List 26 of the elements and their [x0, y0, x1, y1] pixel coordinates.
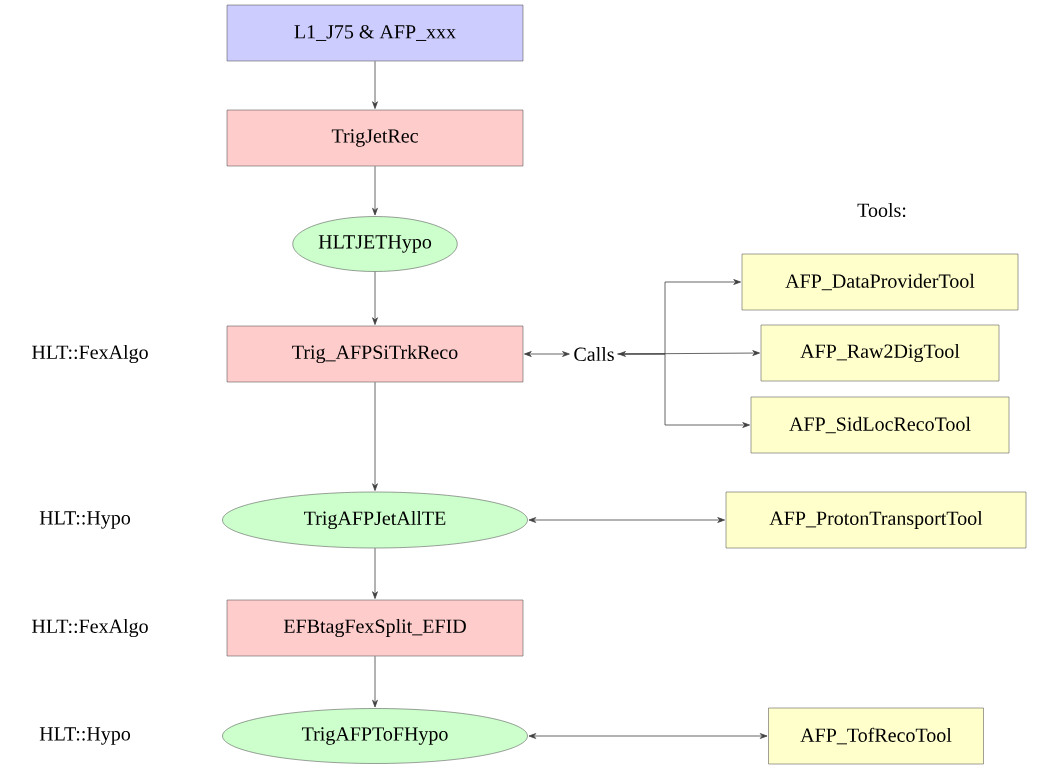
arrow — [528, 733, 768, 739]
stage-type-label: HLT::Hypo — [39, 511, 131, 529]
arrow — [372, 547, 378, 599]
process-box: EFBtagFexSplit_EFID — [226, 599, 524, 657]
process-box: AFP_SidLocRecoTool — [750, 396, 1010, 454]
arrow — [617, 353, 750, 428]
arrow — [372, 271, 378, 325]
arrow — [618, 350, 760, 357]
heading-text: Tools: — [857, 202, 906, 218]
arrow — [372, 165, 378, 216]
process-box: TrigJetRec — [226, 109, 524, 167]
arrow — [524, 351, 570, 357]
stage-type-label: HLT::FexAlgo — [32, 618, 148, 638]
process-box: AFP_ProtonTransportTool — [725, 491, 1027, 549]
process-box: L1_J75 & AFP_xxx — [226, 4, 524, 62]
process-box: AFP_TofRecoTool — [768, 707, 984, 765]
stage-type-label: HLT::Hypo — [39, 727, 131, 745]
calls-text: Calls — [574, 347, 614, 362]
arrow — [528, 517, 725, 523]
process-box: AFP_DataProviderTool — [741, 253, 1019, 311]
arrow — [372, 60, 378, 109]
process-box: AFP_Raw2DigTool — [760, 324, 1000, 382]
stage-type-label: HLT::FexAlgo — [32, 344, 148, 364]
arrow — [372, 381, 378, 491]
arrow — [372, 655, 378, 708]
process-box: Trig_AFPSiTrkReco — [226, 325, 524, 383]
